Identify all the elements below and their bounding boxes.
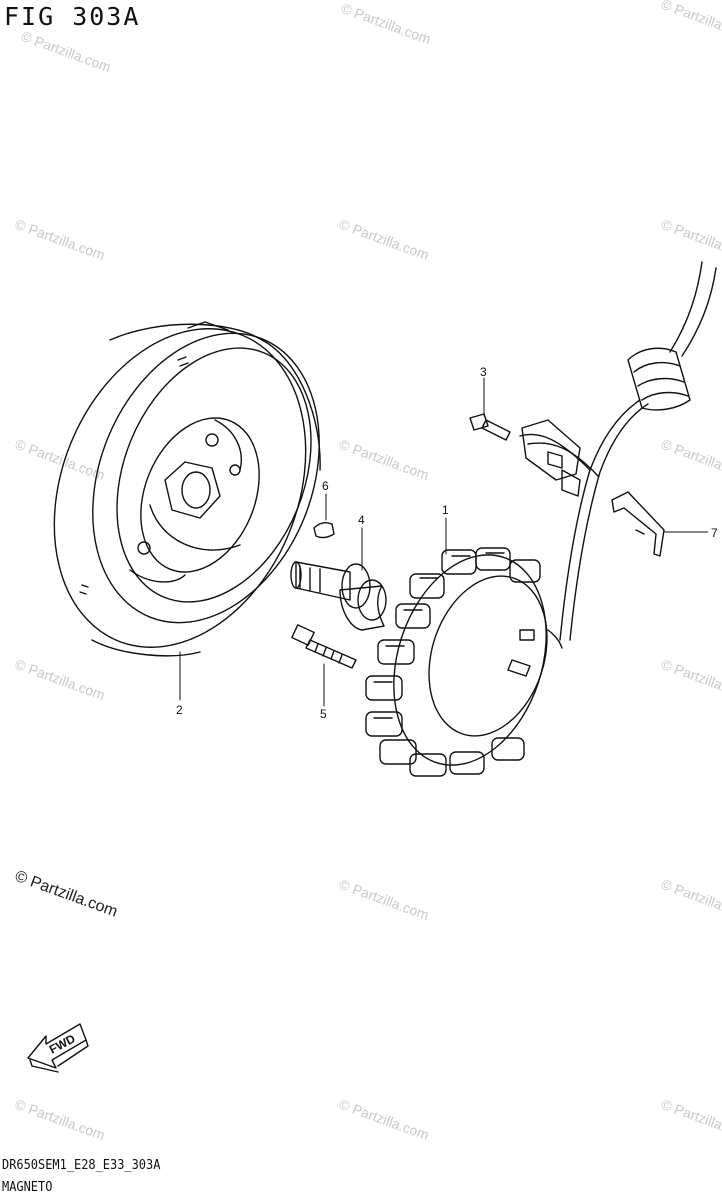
watermark: © Partzilla.com xyxy=(337,876,431,923)
watermark: © Partzilla.com xyxy=(13,216,107,263)
watermark-main: © Partzilla.com xyxy=(13,868,120,921)
watermark: © Partzilla.com xyxy=(19,28,113,75)
watermark: © Partzilla.com xyxy=(13,1096,107,1143)
watermark: © Partzilla.com xyxy=(659,0,722,43)
watermark: © Partzilla.com xyxy=(337,216,431,263)
stator-coil xyxy=(365,547,563,777)
drawing-code: DR650SEM1_E28_E33_303A xyxy=(2,1158,161,1173)
callout-7: 7 xyxy=(711,526,718,540)
callout-5: 5 xyxy=(320,707,327,721)
lead-wire-harness xyxy=(519,261,717,641)
woodruff-key xyxy=(313,521,335,539)
watermark: © Partzilla.com xyxy=(339,0,433,47)
leader-lines xyxy=(179,377,709,707)
watermark: © Partzilla.com xyxy=(337,1096,431,1143)
watermark: © Partzilla.com xyxy=(337,436,431,483)
callout-1: 1 xyxy=(442,503,449,517)
rotor-bolt xyxy=(290,561,387,631)
flywheel-rotor xyxy=(53,321,321,657)
watermark: © Partzilla.com xyxy=(659,216,722,263)
pickup-coil xyxy=(521,419,581,497)
forward-arrow-icon xyxy=(27,1023,89,1073)
wire-clamp xyxy=(611,491,665,557)
callout-labels: 1 2 3 4 5 6 7 xyxy=(176,365,718,721)
watermark: © Partzilla.com xyxy=(659,1096,722,1143)
callout-6: 6 xyxy=(322,479,329,493)
figure-caption: MAGNETO xyxy=(2,1180,53,1195)
pickup-screw xyxy=(469,413,511,441)
watermark: © Partzilla.com xyxy=(659,656,722,703)
stator-screw xyxy=(291,624,357,669)
watermark: © Partzilla.com xyxy=(659,436,722,483)
callout-4: 4 xyxy=(358,513,365,527)
watermark: © Partzilla.com xyxy=(659,876,722,923)
figure-title: FIG 303A xyxy=(4,2,141,31)
watermark: © Partzilla.com xyxy=(13,656,107,703)
callout-3: 3 xyxy=(480,365,487,379)
callout-2: 2 xyxy=(176,703,183,717)
